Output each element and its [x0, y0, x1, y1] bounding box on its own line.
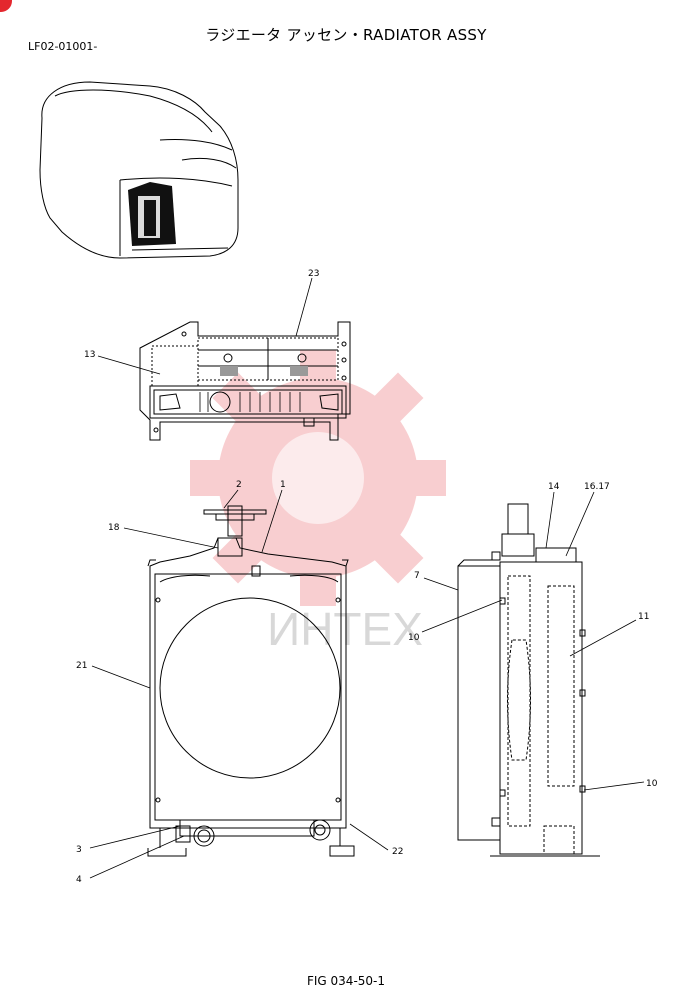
machine-hood-inset [39, 81, 239, 259]
callout-10-lower: 10 [646, 779, 658, 789]
callout-10-upper: 10 [408, 633, 420, 643]
part-code: LF02-01001- [28, 40, 98, 53]
callout-13: 13 [84, 350, 95, 360]
callout-1: 1 [280, 480, 286, 490]
callout-11: 11 [638, 612, 649, 622]
callout-23: 23 [308, 269, 319, 279]
callout-16-17: 16.17 [584, 482, 610, 492]
callout-2: 2 [236, 480, 242, 490]
figure-number: FIG 034-50-1 [306, 974, 386, 988]
callout-21: 21 [76, 661, 87, 671]
radiator-side-view [457, 503, 600, 857]
callout-3: 3 [76, 845, 82, 855]
watermark-gear-hole [272, 432, 364, 524]
watermark-text: ИНТЕХ [267, 603, 423, 655]
callout-22: 22 [392, 847, 403, 857]
radiator-location-highlight [128, 182, 176, 246]
callout-14: 14 [548, 482, 560, 492]
leader-lines [89, 277, 645, 879]
radiator-front-view [147, 505, 355, 857]
page-title: ラジエータ アッセン・RADIATOR ASSY [205, 26, 487, 44]
callout-18: 18 [108, 523, 120, 533]
callout-7: 7 [414, 571, 420, 581]
callout-4: 4 [76, 875, 82, 885]
radiator-top-view [139, 321, 351, 441]
